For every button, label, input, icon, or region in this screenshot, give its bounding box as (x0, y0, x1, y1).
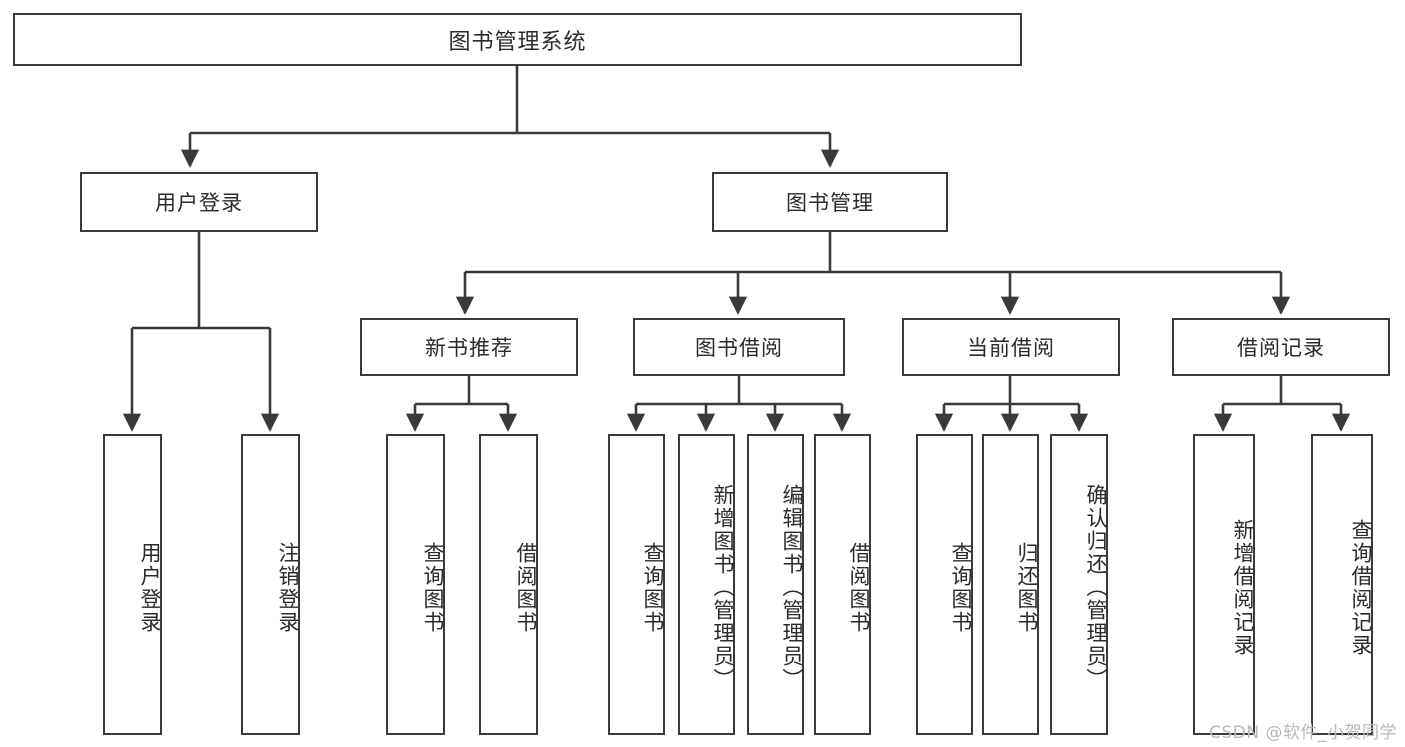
leaf-borrow-book-1[interactable]: 借阅图书 (479, 434, 538, 735)
node-user-login[interactable]: 用户登录 (80, 172, 318, 232)
watermark-credit: CSDN @软件_小贺同学 (1209, 723, 1397, 743)
leaf-edit-book[interactable]: 编辑图书（管理员） (747, 434, 804, 735)
leaf-query-book-1[interactable]: 查询图书 (386, 434, 445, 735)
leaf-confirm-return[interactable]: 确认归还（管理员） (1050, 434, 1108, 735)
leaf-borrow-book-2[interactable]: 借阅图书 (814, 434, 871, 735)
node-new-book-recommend[interactable]: 新书推荐 (360, 318, 578, 376)
node-borrow-record[interactable]: 借阅记录 (1172, 318, 1390, 376)
leaf-query-book-3[interactable]: 查询图书 (916, 434, 973, 735)
node-book-manage[interactable]: 图书管理 (712, 172, 948, 232)
leaf-user-login[interactable]: 用户登录 (103, 434, 162, 735)
leaf-add-book[interactable]: 新增图书（管理员） (678, 434, 735, 735)
node-current-borrow[interactable]: 当前借阅 (902, 318, 1120, 376)
node-root-system[interactable]: 图书管理系统 (13, 13, 1022, 66)
leaf-user-logout[interactable]: 注销登录 (241, 434, 300, 735)
leaf-return-book[interactable]: 归还图书 (982, 434, 1039, 735)
leaf-query-book-2[interactable]: 查询图书 (608, 434, 665, 735)
node-book-borrow[interactable]: 图书借阅 (633, 318, 845, 376)
leaf-query-record[interactable]: 查询借阅记录 (1311, 434, 1373, 735)
leaf-add-record[interactable]: 新增借阅记录 (1193, 434, 1255, 735)
